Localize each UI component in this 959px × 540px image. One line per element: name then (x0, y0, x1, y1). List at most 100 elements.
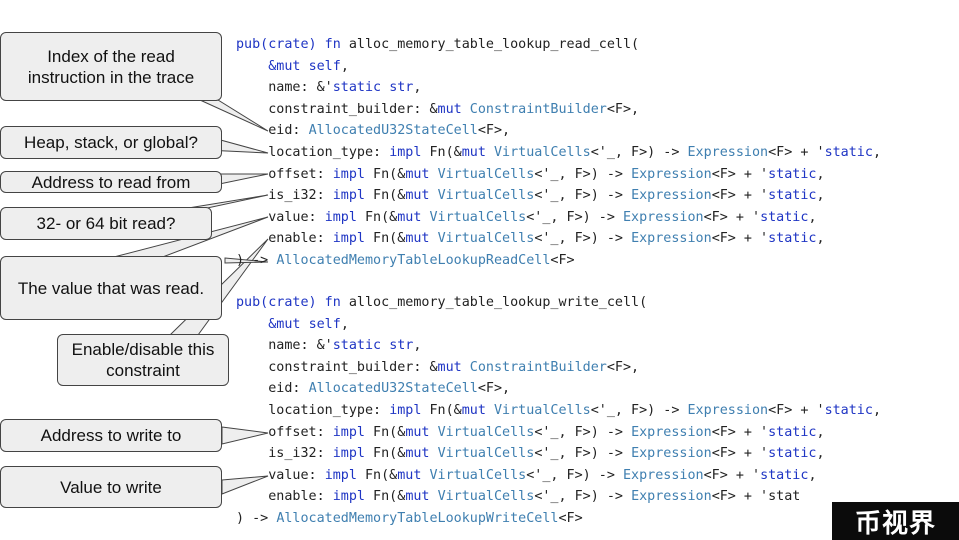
code-token: mut (437, 359, 462, 375)
code-line: location_type: impl Fn(&mut VirtualCells… (236, 142, 881, 164)
code-token: location_type: (236, 144, 390, 160)
callout-read-value-text: The value that was read. (17, 278, 205, 298)
code-line: eid: AllocatedU32StateCell<F>, (236, 120, 881, 142)
code-token: static (824, 144, 873, 160)
code-token (462, 102, 470, 117)
callout-enable: Enable/disable this constraint (57, 334, 229, 386)
code-token: Fn(& (365, 231, 406, 247)
code-token: enable: (236, 489, 333, 505)
code-token: name: &' (236, 80, 333, 96)
code-token: VirtualCells (437, 166, 535, 182)
code-token: impl (324, 209, 357, 225)
code-line: is_i32: impl Fn(&mut VirtualCells<'_, F>… (236, 185, 881, 207)
code-token: str (389, 338, 414, 354)
code-token: self (308, 316, 341, 332)
code-token: constraint_builder: & (236, 359, 438, 375)
code-token: <F>, (606, 101, 640, 117)
code-token: value: (236, 209, 325, 225)
code-token: str (389, 80, 414, 96)
code-token (462, 360, 470, 375)
code-token: mut (397, 467, 422, 483)
code-token (430, 425, 438, 440)
code-token: , (872, 144, 881, 160)
code-token: VirtualCells (437, 424, 535, 440)
callout-read-index-text: Index of the read instruction in the tra… (27, 46, 195, 87)
code-token: Expression (631, 166, 712, 182)
code-token: static (768, 446, 817, 462)
code-token: <F> + ' (703, 467, 761, 483)
code-token: AllocatedMemoryTableLookupReadCell (276, 252, 551, 268)
code-token: mut (405, 231, 430, 247)
code-token: location_type: (236, 402, 390, 418)
callout-bit-width-text: 32- or 64 bit read? (36, 214, 176, 233)
code-token (430, 489, 438, 504)
code-token: VirtualCells (437, 188, 535, 204)
code-token: pub(crate) fn (236, 37, 341, 52)
code-token: Fn(& (365, 424, 406, 440)
code-token: static (768, 188, 817, 204)
code-token: VirtualCells (437, 231, 535, 247)
code-token: static (332, 80, 382, 96)
code-token: ) -> (236, 510, 277, 526)
code-token: impl (332, 424, 365, 440)
code-token: offset: (236, 166, 333, 182)
code-token: mut (397, 209, 422, 225)
callout-write-value: Value to write (0, 466, 222, 508)
code-token: Fn(& (365, 166, 406, 182)
callout-location-type-text: Heap, stack, or global? (24, 133, 198, 152)
code-token: , (872, 402, 881, 418)
code-token: mut (437, 101, 462, 117)
code-token: , (816, 231, 825, 247)
code-token: Expression (631, 188, 712, 204)
callout-bit-width: 32- or 64 bit read? (0, 207, 212, 240)
code-token (430, 446, 438, 461)
code-line: pub(crate) fn alloc_memory_table_lookup_… (236, 292, 881, 314)
code-token: Expression (623, 467, 704, 483)
code-token: , (340, 58, 349, 74)
code-token: value: (236, 467, 325, 483)
code-line: offset: impl Fn(&mut VirtualCells<'_, F>… (236, 422, 881, 444)
code-token: impl (324, 467, 357, 483)
code-token: VirtualCells (437, 489, 535, 505)
code-token: ConstraintBuilder (469, 359, 607, 375)
code-token (430, 231, 438, 246)
code-token: Expression (687, 402, 769, 418)
callout-read-value: The value that was read. (0, 256, 222, 320)
code-token (301, 317, 309, 332)
write-cell-function-code: pub(crate) fn alloc_memory_table_lookup_… (236, 292, 881, 530)
code-token: Fn(& (365, 188, 406, 204)
code-token: <F> + ' (711, 231, 769, 247)
code-token: <F>, (477, 123, 511, 139)
code-token: <F> + ' (711, 166, 769, 182)
code-token: Expression (687, 144, 769, 160)
code-token (421, 210, 429, 225)
code-token: impl (332, 166, 365, 182)
code-token: <'_, F>) -> (590, 402, 688, 418)
code-token: Expression (631, 489, 712, 505)
code-token (381, 338, 389, 353)
code-token: <'_, F>) -> (590, 144, 688, 160)
code-token: mut (461, 144, 486, 160)
code-token: impl (332, 231, 365, 247)
code-token: , (816, 424, 825, 440)
code-token: <F> + ' (711, 188, 769, 204)
code-token: Fn(& (356, 467, 398, 483)
code-line: constraint_builder: &mut ConstraintBuild… (236, 357, 881, 379)
code-token: <F> + ' (711, 446, 769, 462)
code-token: AllocatedU32StateCell (308, 123, 478, 139)
code-token: <F>, (477, 381, 511, 397)
code-token: constraint_builder: & (236, 101, 438, 117)
code-token: Expression (631, 424, 712, 440)
code-token: , (816, 166, 825, 182)
code-line: enable: impl Fn(&mut VirtualCells<'_, F>… (236, 228, 881, 250)
code-token: Expression (623, 209, 704, 225)
callout-read-address-text: Address to read from (31, 172, 191, 192)
code-token (486, 403, 494, 418)
code-token: static (824, 402, 873, 418)
code-token: VirtualCells (437, 446, 535, 462)
read-cell-function-code: pub(crate) fn alloc_memory_table_lookup_… (236, 34, 881, 272)
code-token: pub(crate) fn (236, 295, 341, 310)
code-token: <F> + ' (711, 424, 769, 440)
code-token: , (413, 338, 422, 354)
